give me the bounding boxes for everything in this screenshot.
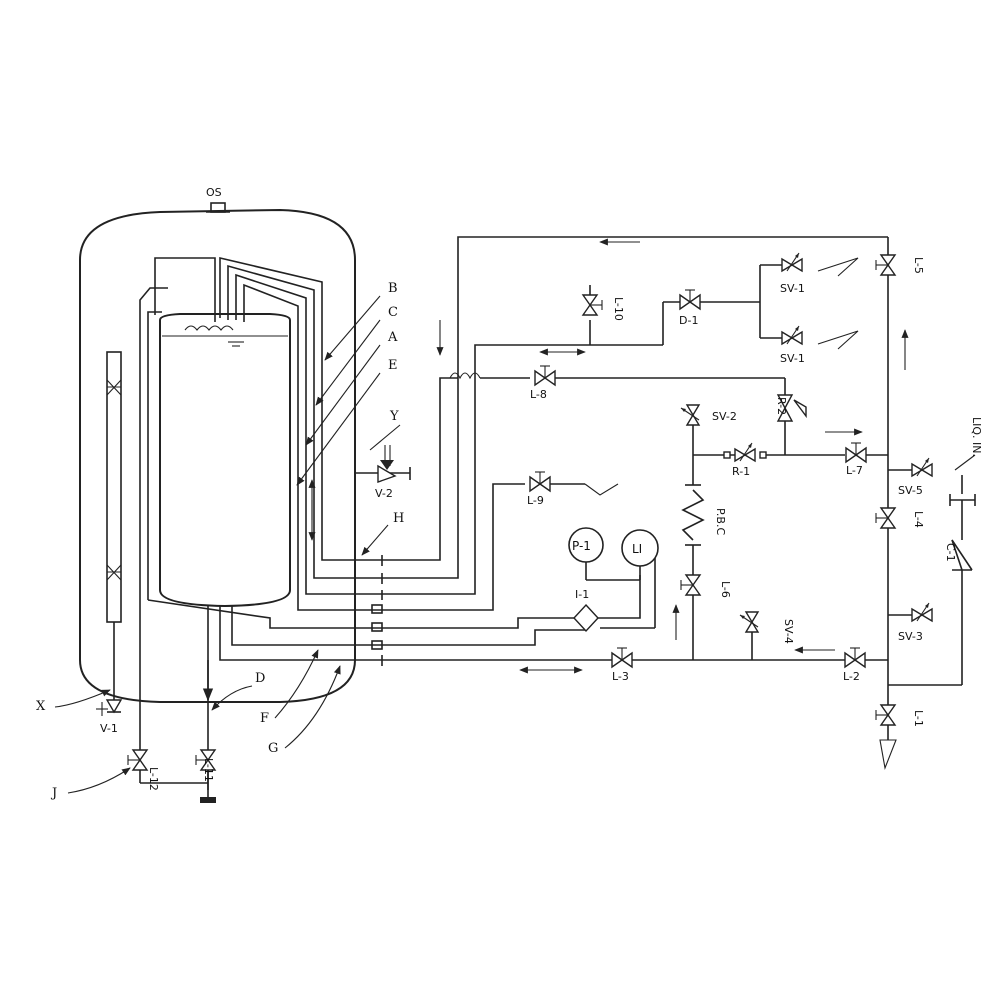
safety-valve-sv1-bottom[interactable]: SV-1 <box>759 302 859 365</box>
l12-label: L-12 <box>147 767 160 791</box>
safety-valve-sv3[interactable]: SV-3 <box>888 602 933 643</box>
top-opening-os: OS <box>206 186 230 213</box>
regulator-r2[interactable]: R-2 <box>775 378 807 455</box>
ref-y-label: Y <box>389 409 399 424</box>
v1-label: V-1 <box>100 722 118 735</box>
valve-l8[interactable]: L-8 <box>530 365 785 401</box>
l10-label: L-10 <box>612 297 625 321</box>
valve-l1[interactable]: L-1 <box>875 700 925 771</box>
ref-f-label: F <box>260 711 269 726</box>
ref-j-label: J <box>50 786 57 801</box>
v2-label: V-2 <box>375 487 393 500</box>
l7-label: L-7 <box>846 464 863 477</box>
l3-label: L-3 <box>612 670 629 683</box>
instrument-i1[interactable]: I-1 <box>573 588 599 633</box>
sv1-bottom-label: SV-1 <box>780 352 805 365</box>
check-valve-c1[interactable]: C-1 <box>888 494 976 686</box>
regulator-r1[interactable]: R-1 <box>693 442 845 478</box>
l2-label: L-2 <box>843 670 860 683</box>
penetration-marks <box>371 555 383 666</box>
valve-l4[interactable]: L-4 <box>875 507 925 529</box>
safety-valve-sv5[interactable]: SV-5 <box>888 457 933 497</box>
l8-label: L-8 <box>530 388 547 401</box>
ref-d-label: D <box>255 671 265 686</box>
valve-l3[interactable]: L-3 <box>611 647 845 683</box>
liquid-in-connection[interactable]: LIQ. IN. <box>954 417 983 494</box>
l4-label: L-4 <box>912 511 925 528</box>
r2-label: R-2 <box>775 397 788 415</box>
valve-l10[interactable]: L-10 <box>582 285 625 345</box>
valve-v2[interactable]: V-2 <box>355 445 411 500</box>
d1-label: D-1 <box>679 314 698 327</box>
valve-l2[interactable]: L-2 <box>843 647 888 683</box>
safety-valve-sv4[interactable]: SV-4 <box>739 611 795 660</box>
external-piping <box>372 236 888 661</box>
sv4-label: SV-4 <box>782 619 795 644</box>
ref-h-label: H <box>393 511 404 526</box>
ref-x-label: X <box>36 699 46 714</box>
valve-l11[interactable]: L-11 <box>195 749 216 803</box>
l1-label: L-1 <box>912 710 925 727</box>
ref-e-label: E <box>388 358 398 373</box>
ref-a-label: A <box>387 330 398 345</box>
sv3-label: SV-3 <box>898 630 923 643</box>
pbc-label: P.B.C <box>714 508 727 535</box>
valve-d1[interactable]: D-1 <box>590 289 760 346</box>
level-indicator-li: LI <box>600 529 659 629</box>
l5-label: L-5 <box>912 257 925 274</box>
os-label: OS <box>206 186 222 199</box>
inner-vessel <box>159 313 291 608</box>
pressure-gauge-p1: P-1 <box>568 527 640 581</box>
li-label: LI <box>632 542 642 556</box>
valve-l6[interactable]: L-6 <box>680 574 732 660</box>
l6-label: L-6 <box>719 581 732 598</box>
valve-l5[interactable]: L-5 <box>875 254 925 276</box>
r1-label: R-1 <box>732 465 750 478</box>
reference-labels: B C A E Y H X J D F G <box>36 281 404 801</box>
valve-l7[interactable]: L-7 <box>845 442 888 477</box>
ref-b-label: B <box>388 281 398 296</box>
ref-c-label: C <box>388 305 398 320</box>
valve-l12[interactable]: L-12 <box>127 620 208 791</box>
p1-label: P-1 <box>572 539 591 553</box>
outer-vessel <box>79 208 356 703</box>
safety-valve-sv1-top[interactable]: SV-1 <box>759 252 859 302</box>
c1-label: C-1 <box>944 543 957 562</box>
safety-valve-sv2[interactable]: SV-2 <box>680 404 737 455</box>
liq-in-label: LIQ. IN. <box>970 417 983 457</box>
liquid-level <box>162 325 288 347</box>
internal-piping <box>139 256 385 790</box>
valve-v1[interactable]: V-1 <box>96 699 123 735</box>
pressure-building-coil[interactable]: P.B.C <box>681 455 727 575</box>
sv2-label: SV-2 <box>712 410 737 423</box>
valve-l9[interactable]: L-9 <box>527 471 619 507</box>
l9-label: L-9 <box>527 494 544 507</box>
level-gauge-column <box>106 351 122 700</box>
ref-g-label: G <box>268 741 278 756</box>
sv5-label: SV-5 <box>898 484 923 497</box>
i1-label: I-1 <box>575 588 589 601</box>
l11-label: L-11 <box>202 758 215 782</box>
sv1-top-label: SV-1 <box>780 282 805 295</box>
